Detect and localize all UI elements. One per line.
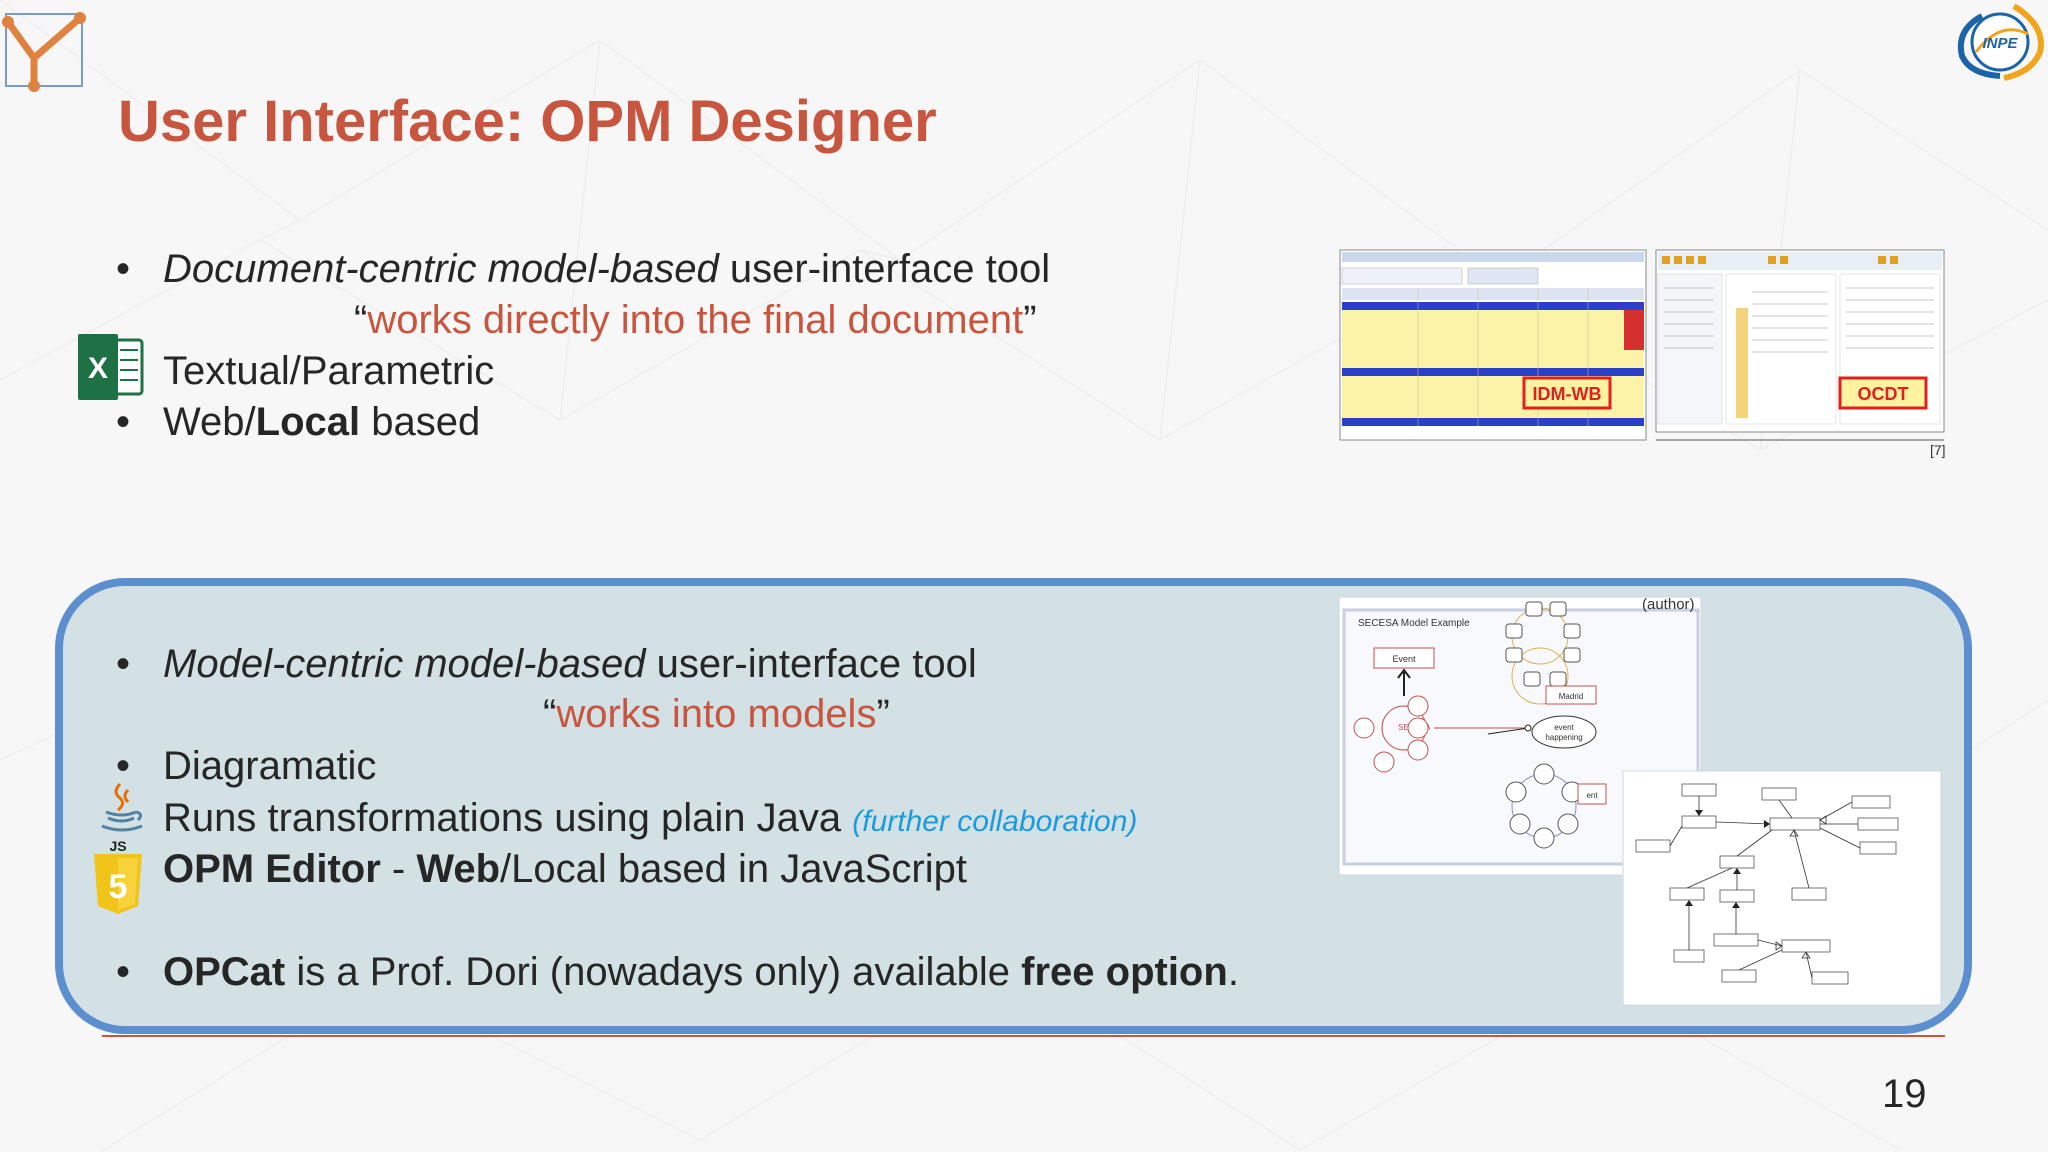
top-line-rest: user-interface tool bbox=[718, 247, 1051, 291]
page-number: 19 bbox=[1882, 1072, 1927, 1116]
bullet: • bbox=[116, 247, 131, 291]
top-line-italic: Document-centric model-based bbox=[163, 247, 719, 291]
bullet: • bbox=[116, 642, 131, 686]
bottom-quote-text: works into models bbox=[556, 692, 877, 736]
top-quote-text: works directly into the final document bbox=[367, 298, 1024, 342]
svg-text:Madrid: Madrid bbox=[1559, 692, 1583, 701]
bottom-line-java: Runs transformations using plain Java (f… bbox=[163, 796, 1138, 840]
ocdt-label: OCDT bbox=[1858, 384, 1909, 404]
top-quote: “works directly into the final document” bbox=[354, 298, 1037, 342]
diagram-title: SECESA Model Example bbox=[1358, 618, 1470, 629]
inpe-logo: INPE bbox=[1958, 3, 2044, 81]
svg-text:Event: Event bbox=[1392, 654, 1416, 664]
slide-title: User Interface: OPM Designer bbox=[118, 89, 937, 154]
bullet: • bbox=[116, 950, 131, 994]
bullet: • bbox=[116, 400, 131, 444]
opm-editor-diagram: SECESA Model Example Event SECESA Madrid… bbox=[1338, 596, 1702, 876]
top-line-web-local: Web/Local based bbox=[163, 400, 481, 444]
svg-text:ent: ent bbox=[1586, 791, 1598, 800]
svg-text:happening: happening bbox=[1545, 733, 1582, 742]
corner-logo bbox=[2, 12, 86, 92]
js-icon: JS 5 bbox=[90, 838, 146, 916]
reference-7: [7] bbox=[1930, 442, 1946, 458]
bottom-line-diagramatic: Diagramatic bbox=[163, 744, 377, 788]
bottom-line-model-centric: Model-centric model-based user-interface… bbox=[163, 642, 977, 686]
further-collaboration-note: (further collaboration) bbox=[852, 805, 1138, 838]
idm-wb-screenshot: IDM-WB bbox=[1339, 249, 1647, 441]
top-line-textual: Textual/Parametric bbox=[163, 349, 495, 393]
svg-text:INPE: INPE bbox=[1982, 35, 2018, 52]
js-icon-number: 5 bbox=[109, 868, 128, 906]
tool-screenshots: IDM-WB OCDT bbox=[1339, 249, 1945, 441]
footer-divider bbox=[102, 1035, 1945, 1037]
ocdt-screenshot: OCDT bbox=[1655, 249, 1945, 441]
svg-text:event: event bbox=[1554, 723, 1574, 732]
bullet: • bbox=[116, 744, 131, 788]
bottom-quote: “works into models” bbox=[543, 692, 890, 736]
bottom-line-opm-editor: OPM Editor - Web/Local based in JavaScri… bbox=[163, 847, 967, 891]
opcat-diagram bbox=[1622, 770, 1942, 1006]
svg-text:X: X bbox=[88, 352, 108, 385]
excel-icon: X bbox=[78, 334, 144, 400]
idm-wb-label: IDM-WB bbox=[1533, 384, 1602, 404]
top-line-document-centric: Document-centric model-based user-interf… bbox=[163, 245, 1050, 293]
bottom-line-opcat: OPCat is a Prof. Dori (nowadays only) av… bbox=[163, 950, 1239, 994]
java-icon bbox=[101, 782, 143, 832]
author-credit: (author) bbox=[1642, 596, 1695, 613]
js-icon-label: JS bbox=[109, 838, 127, 854]
